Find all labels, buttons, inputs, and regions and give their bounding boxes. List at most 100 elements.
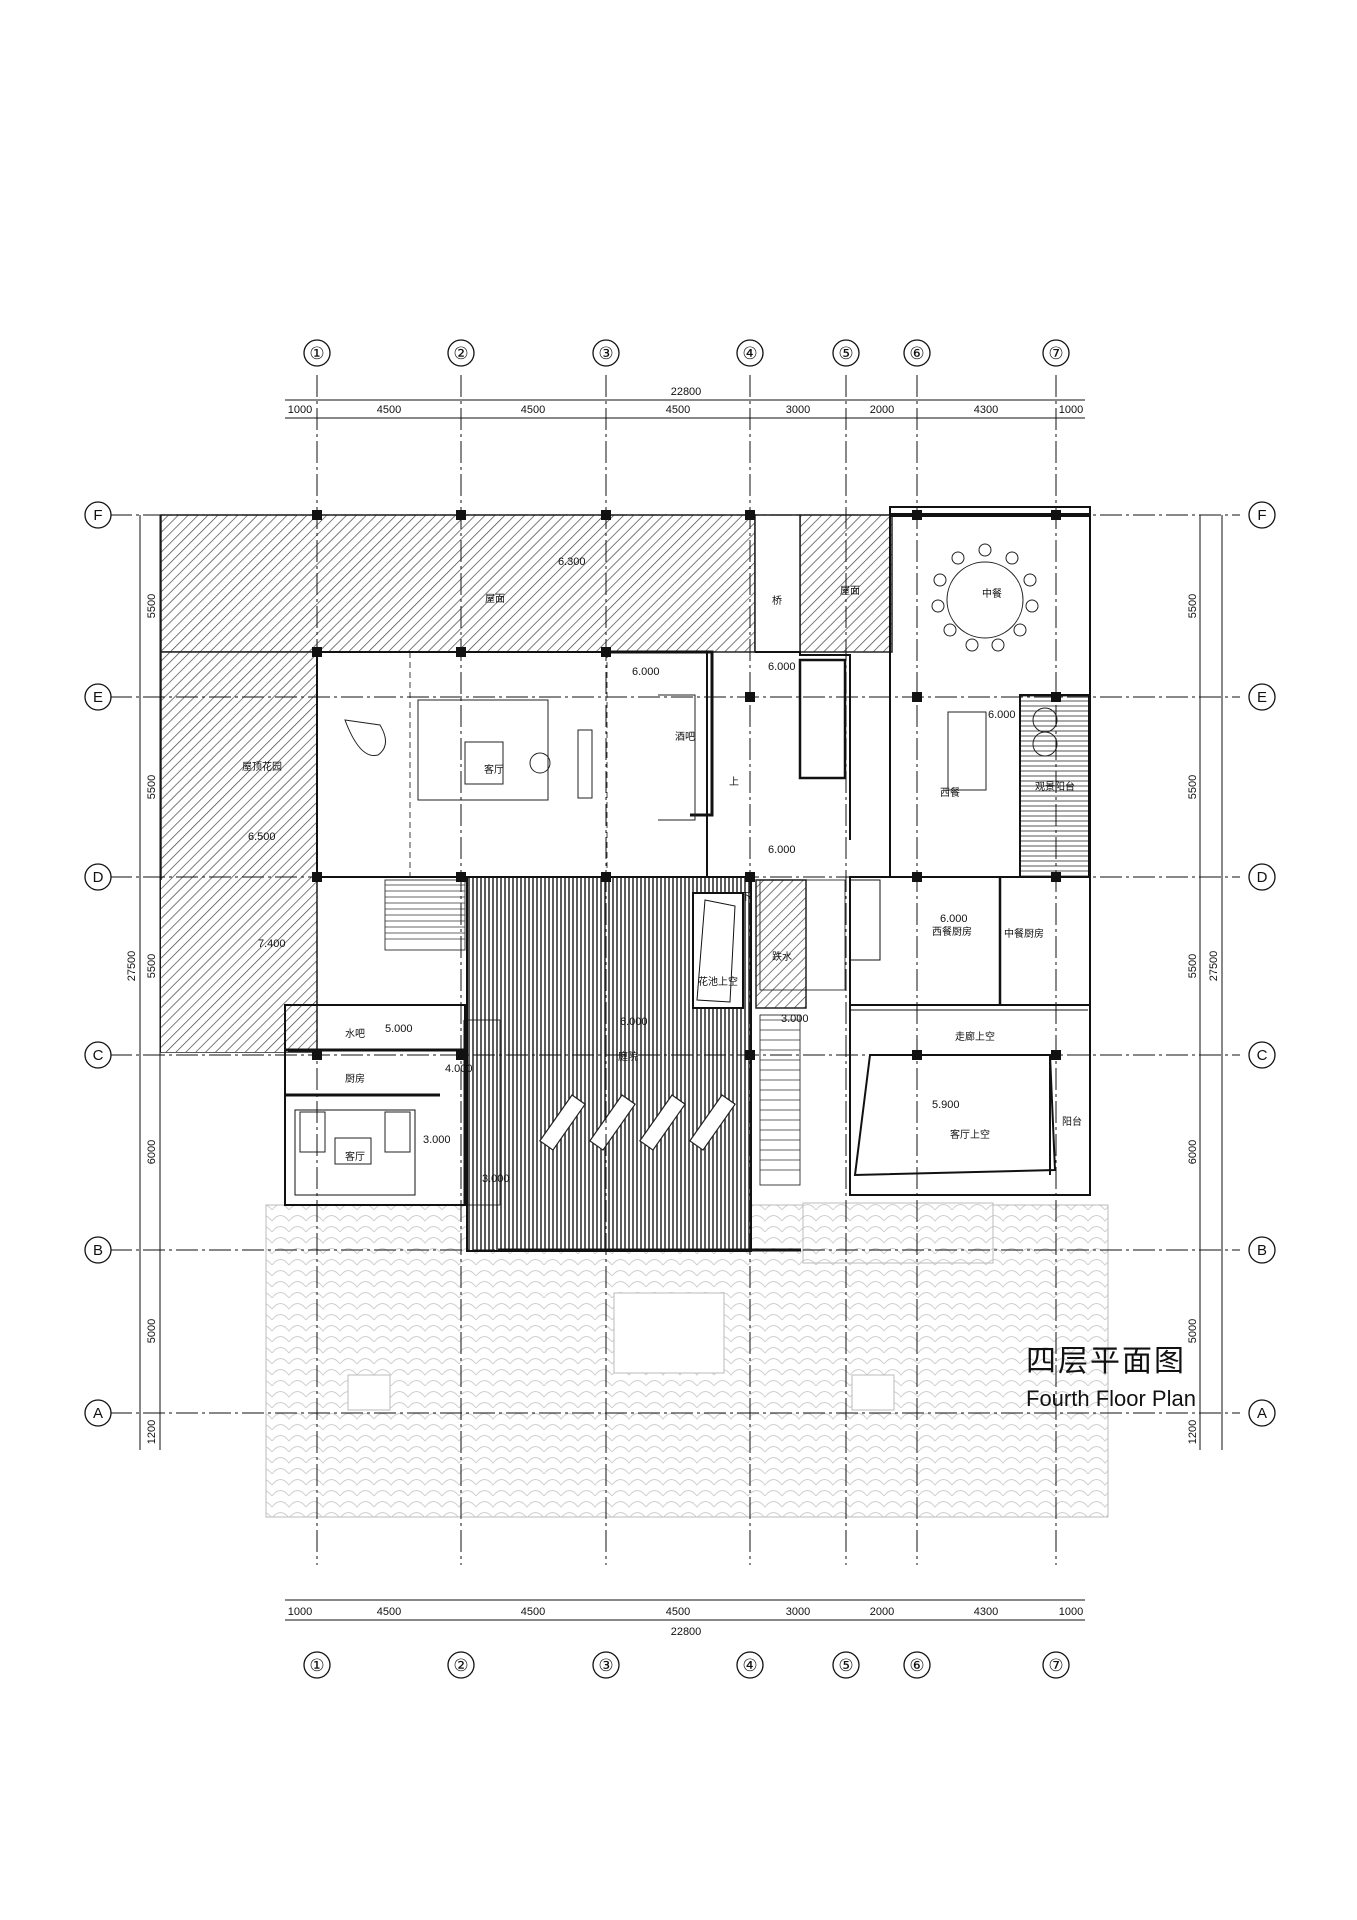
dim-row-right-2: 5500 <box>1187 775 1199 799</box>
elev-garden-1: 6.500 <box>248 831 276 843</box>
axis-col-3-bottom: ③ <box>598 1656 613 1676</box>
dim-seg-top-1: 1000 <box>288 404 312 416</box>
label-pool-void: 花池上空 <box>698 975 738 988</box>
dim-row-left-6: 1200 <box>146 1420 158 1444</box>
skylight <box>613 1292 725 1374</box>
dimension-lines <box>139 399 1223 1621</box>
label-bar: 酒吧 <box>675 731 695 743</box>
axis-col-4-bottom: ④ <box>742 1656 757 1676</box>
elev-living-void: 5.900 <box>932 1099 960 1111</box>
sun-loungers <box>539 1094 736 1151</box>
label-corridor-void: 走廊上空 <box>955 1030 995 1043</box>
label-water: 跌水 <box>772 950 792 963</box>
dim-seg-top-3: 4500 <box>521 404 545 416</box>
dim-seg-bottom-6: 2000 <box>870 1606 894 1618</box>
dim-row-left-3: 5500 <box>146 954 158 978</box>
dim-seg-top-2: 4500 <box>377 404 401 416</box>
title-english: Fourth Floor Plan <box>1026 1386 1196 1411</box>
label-roof-top: 屋面 <box>485 593 505 605</box>
dim-row-left-4: 6000 <box>146 1140 158 1164</box>
axis-row-D-left: D <box>93 869 104 886</box>
dim-seg-bottom-2: 4500 <box>377 1606 401 1618</box>
axis-row-A-right: A <box>1257 1405 1267 1422</box>
dim-seg-bottom-3: 4500 <box>521 1606 545 1618</box>
label-up: 上 <box>729 776 739 788</box>
elev-dining: 6.000 <box>988 709 1016 721</box>
dim-row-left-2: 5500 <box>146 775 158 799</box>
dim-total-top: 22800 <box>671 386 702 398</box>
elev-stair: 4.000 <box>445 1063 473 1075</box>
chimney-right <box>851 1374 895 1411</box>
roof-hatch-top <box>160 514 756 653</box>
dim-seg-bottom-4: 4500 <box>666 1606 690 1618</box>
dim-total-right: 27500 <box>1208 951 1220 982</box>
elev-mid1: 6.000 <box>768 661 796 673</box>
dim-total-bottom: 22800 <box>671 1626 702 1638</box>
axis-col-5-bottom: ⑤ <box>838 1656 853 1676</box>
axis-col-6-bottom: ⑥ <box>909 1656 924 1676</box>
label-view-balcony: 观景阳台 <box>1035 780 1075 793</box>
elev-garden-2: 7.400 <box>258 938 286 950</box>
chimney-left <box>347 1374 391 1411</box>
dim-row-right-4: 6000 <box>1187 1140 1199 1164</box>
elev-water-bar: 5.000 <box>385 1023 413 1035</box>
axis-col-7-top: ⑦ <box>1048 344 1063 364</box>
drawing-title: 四层平面图 Fourth Floor Plan <box>1026 1336 1196 1412</box>
dim-seg-top-8: 1000 <box>1059 404 1083 416</box>
bridge <box>754 514 801 653</box>
label-water-bar: 水吧 <box>345 1028 365 1040</box>
label-balcony: 阳台 <box>1062 1115 1082 1128</box>
axis-row-E-right: E <box>1257 689 1267 706</box>
dim-seg-top-5: 3000 <box>786 404 810 416</box>
label-living-small: 客厅 <box>345 1150 365 1163</box>
water-hatch <box>755 879 807 1009</box>
axis-row-C-left: C <box>93 1047 104 1064</box>
label-down: 下 <box>741 892 751 903</box>
axis-col-3-top: ③ <box>598 344 613 364</box>
dim-row-right-3: 5500 <box>1187 954 1199 978</box>
axis-row-D-right: D <box>1257 869 1268 886</box>
elev-mid2: 6.000 <box>768 844 796 856</box>
label-bridge: 桥 <box>772 595 782 607</box>
axis-col-1-bottom: ① <box>309 1656 324 1676</box>
roof-hatch-left-lower <box>161 880 288 1052</box>
axis-row-A-left: A <box>93 1405 103 1422</box>
dim-row-right-5: 5000 <box>1187 1319 1199 1343</box>
axis-col-2-bottom: ② <box>453 1656 468 1676</box>
dim-seg-bottom-8: 1000 <box>1059 1606 1083 1618</box>
dim-seg-bottom-1: 1000 <box>288 1606 312 1618</box>
elev-bar: 6.000 <box>632 666 660 678</box>
axis-col-1-top: ① <box>309 344 324 364</box>
axis-row-B-right: B <box>1257 1242 1267 1259</box>
dim-row-left-1: 5500 <box>146 594 158 618</box>
axis-col-2-top: ② <box>453 344 468 364</box>
dim-seg-top-4: 4500 <box>666 404 690 416</box>
axis-row-B-left: B <box>93 1242 103 1259</box>
grid-lines <box>110 375 1240 1565</box>
label-roof-garden: 屋顶花园 <box>242 760 282 773</box>
dim-seg-top-6: 2000 <box>870 404 894 416</box>
label-courtyard: 庭院 <box>618 1050 638 1063</box>
elev-court-bottom: 3.000 <box>482 1173 510 1185</box>
label-roof-right: 屋面 <box>840 585 860 597</box>
axis-bubbles <box>84 339 1276 1679</box>
axis-row-F-right: F <box>1257 507 1266 524</box>
elev-small-living: 3.000 <box>423 1134 451 1146</box>
axis-row-C-right: C <box>1257 1047 1268 1064</box>
label-living: 客厅 <box>484 763 504 776</box>
elev-kitchen: 6.000 <box>940 913 968 925</box>
label-kitchen-small: 厨房 <box>345 1072 365 1085</box>
axis-row-E-left: E <box>93 689 103 706</box>
stair-treads <box>385 884 800 1171</box>
furniture <box>299 543 1058 1165</box>
elev-right: 3.000 <box>781 1013 809 1025</box>
label-western-dining: 西餐 <box>940 786 960 799</box>
dim-seg-bottom-5: 3000 <box>786 1606 810 1618</box>
axis-col-4-top: ④ <box>742 344 757 364</box>
dim-row-right-1: 5500 <box>1187 594 1199 618</box>
axis-col-6-top: ⑥ <box>909 344 924 364</box>
dim-seg-bottom-7: 4300 <box>974 1606 998 1618</box>
dim-row-left-5: 5000 <box>146 1319 158 1343</box>
title-chinese: 四层平面图 <box>1026 1344 1186 1379</box>
